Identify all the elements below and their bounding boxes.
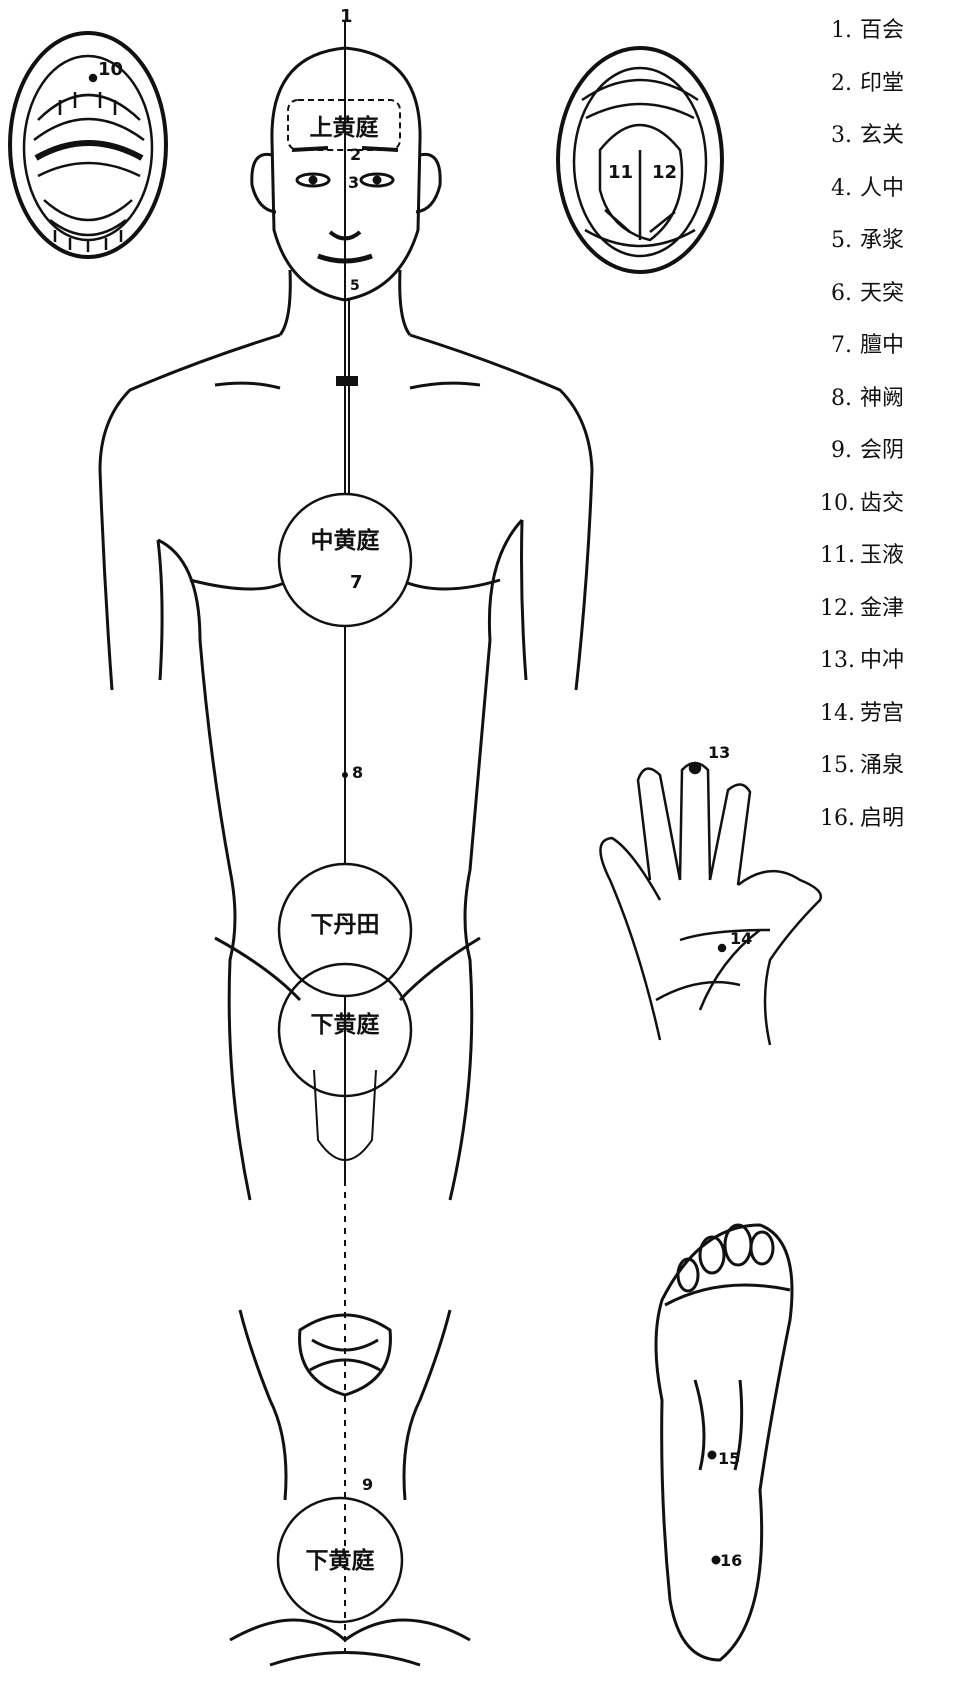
legend-point-name: 劳宫 — [860, 701, 904, 726]
point-13-marker: 13 — [708, 743, 730, 762]
legend-item: 7. 膻中 — [820, 329, 904, 382]
point-2-marker: 2 — [350, 145, 361, 164]
legend-point-name: 天突 — [860, 281, 904, 306]
palm-illustration — [600, 763, 820, 1045]
point-16-marker: 16 — [720, 1551, 742, 1570]
legend-item: 5. 承浆 — [820, 224, 904, 277]
legend-number: 13. — [820, 644, 852, 678]
legend-item: 9. 会阴 — [820, 434, 904, 487]
point-1-marker: 1 — [340, 6, 353, 27]
legend-item: 3. 玄关 — [820, 119, 904, 172]
point-legend: 1. 百会 2. 印堂 3. 玄关 4. 人中 5. 承浆 6. 天突 7. 膻中 8. 神阙 9. 会阴 10. 齿… — [820, 14, 904, 854]
legend-item: 6. 天突 — [820, 277, 904, 330]
legend-number: 10. — [820, 487, 852, 521]
mouth-teeth-illustration — [10, 33, 166, 257]
point-14-marker: 14 — [730, 929, 752, 948]
point-9-marker: 9 — [362, 1475, 373, 1494]
point-11-marker: 11 — [608, 162, 633, 183]
legend-point-name: 印堂 — [860, 71, 904, 96]
legend-number: 12. — [820, 592, 852, 626]
legend-point-name: 膻中 — [860, 333, 904, 358]
legend-number: 7. — [820, 329, 852, 363]
legend-number: 8. — [820, 382, 852, 416]
legend-point-name: 会阴 — [860, 438, 904, 463]
legend-point-name: 启明 — [860, 806, 904, 831]
legend-item: 16. 启明 — [820, 802, 904, 855]
legend-point-name: 金津 — [860, 596, 904, 621]
legend-point-name: 人中 — [860, 176, 904, 201]
legend-number: 5. — [820, 224, 852, 258]
middle-huangting-label: 中黄庭 — [311, 527, 380, 554]
legend-point-name: 神阙 — [860, 386, 904, 411]
central-meridian — [345, 22, 349, 1660]
point-8-marker: 8 — [352, 763, 363, 782]
legend-item: 8. 神阙 — [820, 382, 904, 435]
point-15-marker: 15 — [718, 1449, 740, 1468]
legend-item: 13. 中冲 — [820, 644, 904, 697]
legend-item: 4. 人中 — [820, 172, 904, 225]
upper-huangting-label: 上黄庭 — [310, 114, 379, 141]
lower-inset-illustration — [230, 1310, 470, 1665]
mouth-tongue-illustration — [558, 48, 722, 272]
legend-number: 11. — [820, 539, 852, 573]
legend-number: 4. — [820, 172, 852, 206]
legend-number: 14. — [820, 697, 852, 731]
point-5-marker: 5 — [350, 278, 360, 294]
legend-point-name: 涌泉 — [860, 753, 904, 778]
legend-number: 3. — [820, 119, 852, 153]
legend-number: 15. — [820, 749, 852, 783]
middle-huangting-region: 中黄庭 — [279, 494, 411, 626]
lower-detail-label: 下黄庭 — [306, 1547, 375, 1574]
legend-item: 12. 金津 — [820, 592, 904, 645]
legend-number: 2. — [820, 67, 852, 101]
point-3-marker: 3 — [348, 173, 359, 192]
legend-item: 11. 玉液 — [820, 539, 904, 592]
legend-number: 6. — [820, 277, 852, 311]
legend-number: 9. — [820, 434, 852, 468]
legend-point-name: 中冲 — [860, 648, 904, 673]
legend-number: 1. — [820, 14, 852, 48]
point-12-marker: 12 — [652, 162, 677, 183]
legend-point-name: 承浆 — [860, 228, 904, 253]
legend-number: 16. — [820, 802, 852, 836]
lower-huangting-label: 下黄庭 — [311, 1011, 380, 1038]
legend-point-name: 玉液 — [860, 543, 904, 568]
legend-item: 15. 涌泉 — [820, 749, 904, 802]
lower-detail-region: 下黄庭 — [278, 1498, 402, 1622]
point-10-marker: 10 — [98, 59, 123, 80]
legend-point-name: 百会 — [860, 18, 904, 43]
lower-dantian-region: 下丹田 — [279, 864, 411, 996]
legend-item: 14. 劳宫 — [820, 697, 904, 750]
legend-item: 1. 百会 — [820, 14, 904, 67]
legend-item: 2. 印堂 — [820, 67, 904, 120]
lower-dantian-label: 下丹田 — [311, 912, 380, 938]
point-6-dot — [336, 376, 358, 386]
sole-illustration — [656, 1225, 792, 1660]
legend-item: 10. 齿交 — [820, 487, 904, 540]
point-7-marker: 7 — [350, 572, 363, 593]
legend-point-name: 玄关 — [860, 123, 904, 148]
legend-point-name: 齿交 — [860, 491, 904, 516]
